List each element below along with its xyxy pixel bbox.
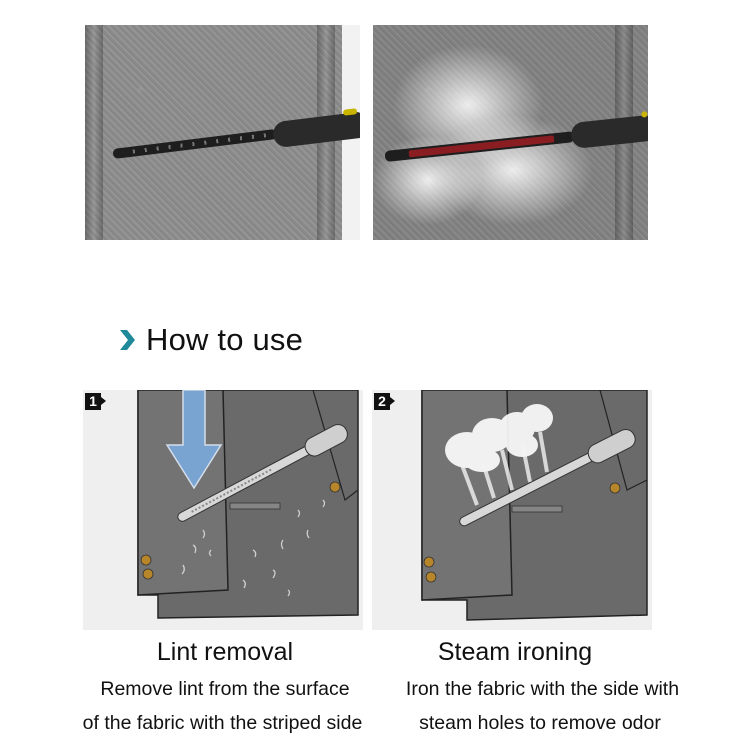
step-2-title: Steam ironing — [437, 638, 593, 666]
step-number-badge: 1 — [85, 393, 106, 410]
step-2-illustration: 2 — [372, 390, 652, 630]
steam-wand-photo — [373, 25, 648, 240]
sweater-fold — [85, 25, 103, 240]
handle-accent — [342, 108, 358, 116]
step-1-description-line: Remove lint from the surface — [100, 678, 350, 700]
section-title: How to use — [146, 322, 304, 357]
step-2-description-line: steam holes to remove odor — [419, 712, 661, 734]
jacket-lint-illustration — [83, 390, 363, 630]
how-to-use-heading: How to use — [118, 322, 303, 358]
chevron-right-icon — [120, 330, 135, 350]
step-1-title: Lint removal — [156, 638, 294, 666]
step-2-description-line: Iron the fabric with the side with — [405, 678, 680, 700]
jacket-steam-illustration — [372, 390, 652, 630]
step-1-description-line: of the fabric with the striped side — [82, 712, 363, 734]
step-number-badge: 2 — [374, 393, 395, 410]
indicator-light — [641, 111, 648, 118]
step-1-illustration: 1 — [83, 390, 363, 630]
lint-wand-photo — [85, 25, 360, 240]
